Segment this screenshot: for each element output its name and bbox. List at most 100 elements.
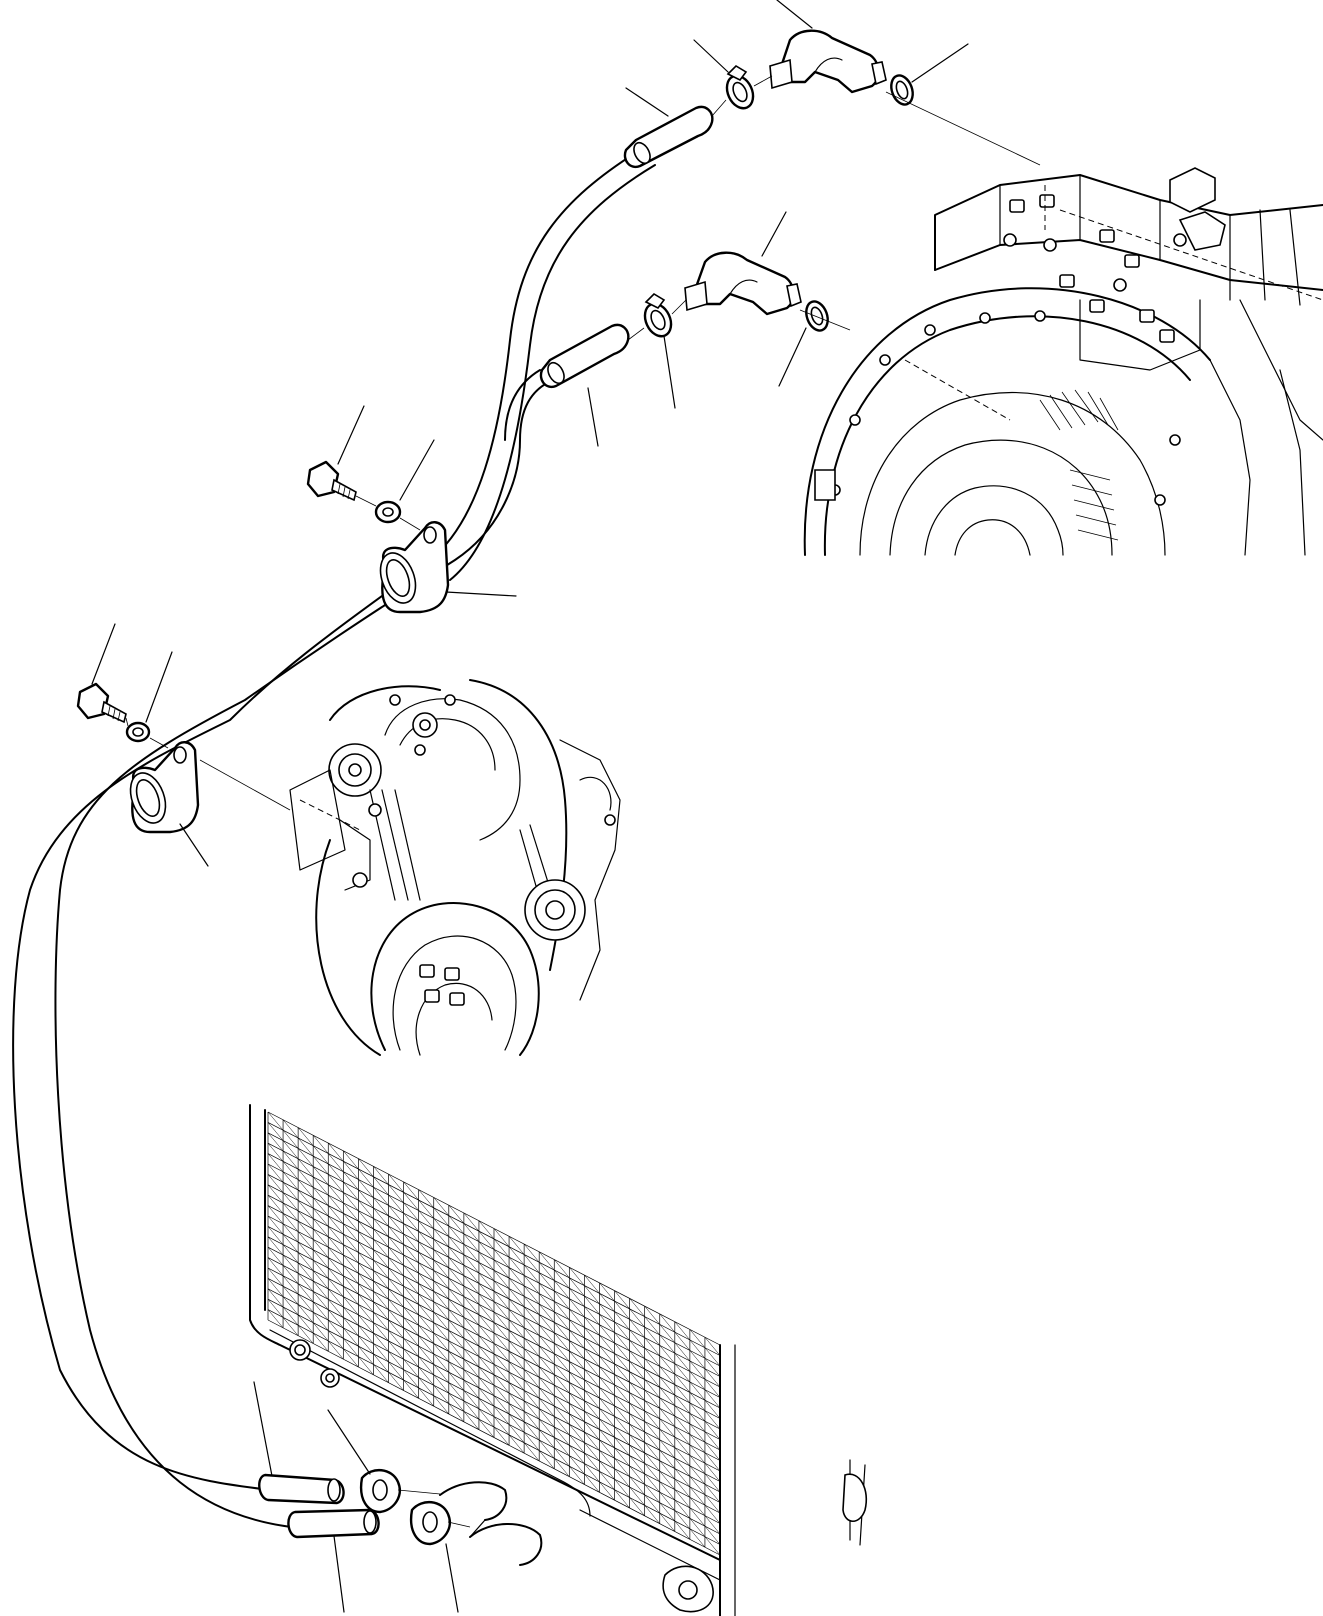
- radiator-hatch-line: [659, 1429, 675, 1448]
- radiator-hatch-line: [644, 1389, 660, 1409]
- radiator-hatch-line: [569, 1413, 585, 1433]
- radiator-hatch-line: [267, 1143, 284, 1162]
- radiator-hatch-line: [523, 1400, 540, 1420]
- radiator-hatch-line: [448, 1330, 465, 1349]
- radiator-hatch-line: [523, 1317, 540, 1336]
- radiator-hatch-line: [689, 1434, 706, 1453]
- radiator-hatch-line: [508, 1319, 525, 1339]
- radiator-hatch-line: [644, 1306, 660, 1325]
- radiator-hatch-line: [433, 1332, 449, 1352]
- radiator-hatch-line: [433, 1343, 449, 1362]
- radiator-hatch-line: [463, 1306, 480, 1326]
- radiator-hatch-line: [463, 1285, 480, 1305]
- radiator-hatch-line: [569, 1403, 585, 1422]
- radiator-hatch-line: [358, 1189, 374, 1209]
- radiator-hatch-line: [433, 1374, 449, 1394]
- radiator-hatch-line: [629, 1392, 645, 1412]
- radiator-hatch-line: [599, 1471, 615, 1490]
- radiator-hatch-line: [478, 1387, 495, 1407]
- radiator-hatch-line: [554, 1364, 570, 1383]
- radiator-hatch-line: [433, 1249, 449, 1268]
- radiator-hatch-line: [403, 1348, 419, 1368]
- radiator-hatch-line: [418, 1314, 434, 1334]
- radiator-hatch-line: [463, 1369, 480, 1389]
- radiator-hatch-line: [493, 1364, 510, 1383]
- radiator-hatch-line: [267, 1257, 284, 1276]
- radiator-hatch-line: [629, 1361, 645, 1380]
- radiator-hatch-line: [478, 1345, 495, 1365]
- radiator-hatch-line: [448, 1225, 465, 1245]
- radiator-hatch-line: [523, 1390, 540, 1409]
- radiator-hatch-line: [267, 1153, 284, 1172]
- radiator-hatch-line: [674, 1321, 691, 1341]
- radiator-hatch-line: [478, 1314, 495, 1334]
- radiator-hatch-line: [569, 1455, 585, 1475]
- radiator-hatch-line: [358, 1283, 374, 1303]
- radiator-hatch-line: [418, 1189, 434, 1209]
- radiator-hatch-line: [493, 1426, 510, 1446]
- radiator-hatch-line: [523, 1369, 540, 1388]
- radiator-hatch-line: [508, 1309, 525, 1328]
- radiator-hatch-line: [358, 1252, 374, 1271]
- radiator-hatch-line: [478, 1325, 495, 1344]
- radiator-hatch-line: [328, 1184, 344, 1204]
- radiator-hatch-line: [554, 1269, 570, 1289]
- radiator-hatch-line: [689, 1423, 706, 1443]
- radiator-hatch-line: [689, 1381, 706, 1401]
- radiator-hatch-line: [313, 1155, 329, 1175]
- radiator-hatch-line: [674, 1510, 691, 1529]
- radiator-hatch-line: [539, 1335, 555, 1354]
- radiator-hatch-line: [403, 1317, 419, 1336]
- radiator-hatch-line: [644, 1400, 660, 1419]
- radiator-hatch-line: [584, 1390, 600, 1409]
- radiator-hatch-line: [388, 1351, 404, 1370]
- radiator-hatch-line: [433, 1239, 449, 1258]
- radiator-hatch-line: [418, 1366, 434, 1386]
- radiator-hatch-line: [659, 1450, 675, 1469]
- radiator-hatch-line: [343, 1192, 359, 1211]
- radiator-hatch-line: [674, 1520, 691, 1540]
- radiator-hatch-line: [282, 1234, 299, 1253]
- radiator-hatch-line: [343, 1150, 359, 1170]
- radiator-hatch-line: [313, 1249, 329, 1269]
- radiator-hatch-line: [267, 1195, 284, 1214]
- radiator-hatch-line: [629, 1465, 645, 1485]
- radiator-hatch-line: [358, 1241, 374, 1261]
- radiator-hatch-line: [539, 1429, 555, 1449]
- radiator-hatch-line: [599, 1387, 615, 1407]
- radiator-hatch-line: [297, 1273, 314, 1292]
- radiator-hatch-line: [569, 1371, 585, 1391]
- radiator-hatch-line: [267, 1122, 284, 1141]
- radiator-hatch-line: [674, 1384, 691, 1404]
- radiator-hatch-line: [463, 1296, 480, 1315]
- radiator-hatch-line: [328, 1236, 344, 1256]
- washer-upper: [374, 500, 402, 524]
- radiator-hatch-line: [358, 1346, 374, 1365]
- radiator-hatch-line: [388, 1267, 404, 1287]
- radiator-hatch-line: [328, 1194, 344, 1214]
- radiator-hatch-line: [704, 1379, 721, 1398]
- radiator-hatch-line: [704, 1452, 721, 1472]
- radiator-hatch-line: [463, 1254, 480, 1274]
- radiator-hatch-line: [674, 1468, 691, 1488]
- radiator-hatch-line: [674, 1415, 691, 1435]
- radiator-hatch-line: [448, 1340, 465, 1360]
- radiator-hatch-line: [689, 1339, 706, 1359]
- radiator-hatch-line: [282, 1244, 299, 1263]
- hose-bracket-upper: [379, 521, 450, 614]
- radiator-hatch-line: [403, 1202, 419, 1222]
- radiator-hatch-line: [689, 1413, 706, 1432]
- radiator-hatch-line: [358, 1168, 374, 1188]
- radiator-hatch-line: [478, 1220, 495, 1240]
- radiator-hatch-line: [328, 1340, 344, 1360]
- radiator-hatch-line: [463, 1390, 480, 1409]
- radiator-hatch-line: [704, 1337, 721, 1356]
- radiator-hatch-line: [463, 1327, 480, 1347]
- radiator-hatch-line: [508, 1267, 525, 1287]
- radiator-hatch-line: [508, 1351, 525, 1370]
- radiator-hatch-line: [463, 1359, 480, 1378]
- radiator-hatch-line: [297, 1210, 314, 1230]
- radiator-hatch-line: [689, 1518, 706, 1537]
- radiator-hatch-line: [508, 1340, 525, 1360]
- radiator-hatch-line: [448, 1403, 465, 1422]
